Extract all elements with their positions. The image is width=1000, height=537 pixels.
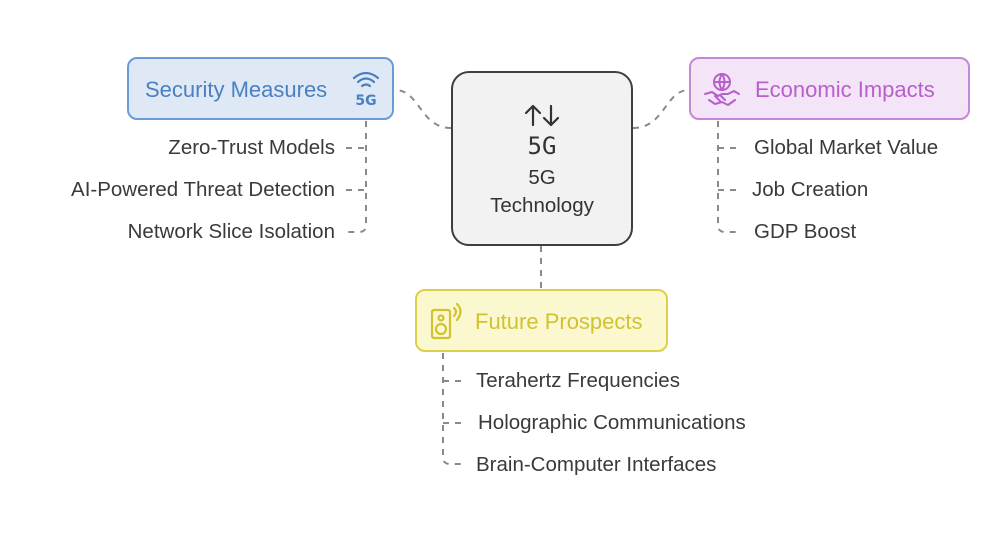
- future-title: Future Prospects: [475, 309, 643, 334]
- center-label: 5G Technology: [490, 164, 594, 220]
- economic-node[interactable]: Economic Impacts: [689, 57, 970, 120]
- connector-future-spine: [442, 353, 464, 465]
- economic-item-2: Job Creation: [752, 178, 869, 201]
- security-icon-text: 5G: [355, 93, 376, 109]
- center-title-line-1: 5G: [528, 165, 556, 189]
- connector-center-security: [394, 89, 452, 129]
- future-item-1: Terahertz Frequencies: [476, 369, 680, 392]
- economic-title: Economic Impacts: [755, 77, 935, 102]
- connector-economic-spine: [717, 121, 740, 233]
- security-node[interactable]: Security Measures 5G: [127, 57, 394, 120]
- center-icon-text: 5G: [528, 132, 557, 160]
- speaker-waves-icon: [430, 302, 462, 340]
- center-title-line-2: Technology: [490, 193, 594, 217]
- handshake-globe-icon: [704, 73, 740, 106]
- security-item-2: AI-Powered Threat Detection: [71, 178, 335, 201]
- economic-item-3: GDP Boost: [754, 220, 857, 243]
- future-item-3: Brain-Computer Interfaces: [476, 453, 717, 476]
- connector-center-economic: [632, 89, 690, 129]
- future-item-2: Holographic Communications: [478, 411, 746, 434]
- future-node[interactable]: Future Prospects: [415, 289, 668, 352]
- connector-security-spine: [346, 121, 367, 233]
- 5g-signal-icon: 5G: [352, 71, 380, 109]
- center-node[interactable]: 5G 5G Technology: [451, 71, 633, 246]
- security-item-3: Network Slice Isolation: [127, 220, 335, 243]
- economic-item-1: Global Market Value: [754, 136, 939, 159]
- security-item-1: Zero-Trust Models: [168, 136, 335, 159]
- security-title: Security Measures: [145, 77, 328, 102]
- arrows-5g-icon: 5G: [524, 104, 560, 160]
